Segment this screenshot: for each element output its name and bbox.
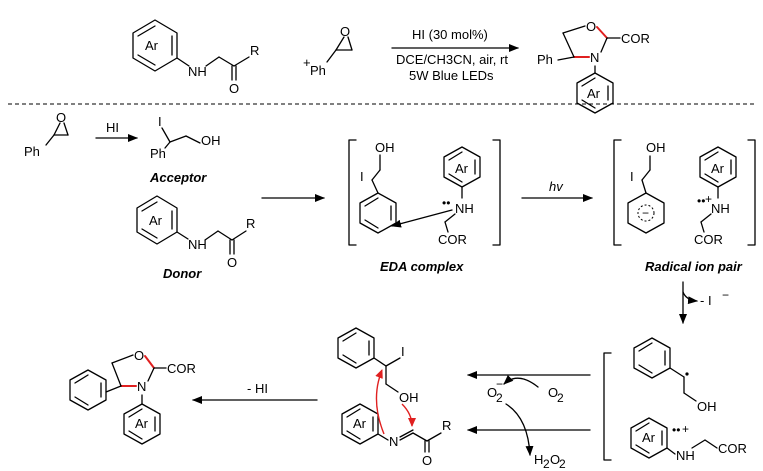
n-label: N (590, 50, 599, 65)
nh-label: NH (711, 201, 730, 216)
ar-label: Ar (149, 213, 163, 228)
oh-label: OH (399, 390, 419, 405)
ph-label: Ph (537, 52, 553, 67)
radical-ion-pair: OH I − Ar •• + NH COR Radical ion pair (613, 139, 756, 274)
ar-label: Ar (135, 416, 149, 431)
acceptor-label: Acceptor (149, 170, 207, 185)
ph-label: Ph (24, 144, 40, 159)
h2o2-sub2: 2 (559, 457, 566, 471)
o-label: O (229, 81, 239, 96)
cor-label: COR (167, 361, 196, 376)
donor-aniline: Ar NH O R Donor (136, 195, 255, 281)
aminium-charge: + (682, 422, 689, 436)
o-label: O (134, 348, 144, 363)
o-label: O (422, 453, 432, 468)
conditions-line3: 5W Blue LEDs (409, 68, 494, 83)
arrow-hi: HI (95, 120, 138, 142)
arrows-oxygen-step: O 2 − O 2 H 2 O 2 (467, 371, 591, 471)
top-reactant-aniline: Ar NH O R (132, 19, 259, 96)
ar-label: Ar (587, 86, 601, 101)
ar-label: Ar (455, 161, 469, 176)
i-label: I (158, 114, 162, 129)
radical-cation-dots: •• (697, 194, 705, 208)
ar-label: Ar (145, 38, 159, 53)
conditions-line1: HI (30 mol%) (412, 27, 488, 42)
nh-label: NH (676, 448, 695, 463)
acceptor-iodohydrin: I OH Ph Acceptor (149, 114, 221, 185)
minus-hi: - HI (247, 381, 268, 396)
i-label: I (630, 169, 634, 184)
n-label: N (389, 434, 398, 449)
donor-label: Donor (163, 266, 202, 281)
oh-label: OH (697, 399, 717, 414)
hv-label: hv (549, 179, 564, 194)
top-product-oxazolidine: O N Ph COR Ar (537, 19, 650, 114)
epoxide-small: O Ph (24, 110, 69, 159)
n-label: N (137, 379, 146, 394)
h2o2-h: H (534, 452, 543, 467)
hi-reagent: HI (106, 120, 119, 135)
radical-pair-label: Radical ion pair (645, 259, 743, 274)
radical-anion-charge: − (642, 206, 649, 220)
oxygen-sub: 2 (557, 391, 564, 405)
cor-label: COR (718, 441, 747, 456)
final-product-oxazolidine: O N COR Ar (69, 348, 196, 445)
i-label: I (360, 169, 364, 184)
oh-label: OH (201, 133, 221, 148)
top-arrow-conditions: HI (30 mol%) DCE/CH3CN, air, rt 5W Blue … (391, 27, 519, 83)
o-label: O (340, 24, 350, 39)
superoxide-label: O (487, 385, 497, 400)
cor-label: COR (621, 31, 650, 46)
minus-iodide: - I (700, 293, 712, 308)
eda-complex: OH I Ar •• NH COR EDA complex (348, 139, 501, 274)
arrow-hv: hv (521, 179, 593, 202)
ph-label: Ph (150, 146, 166, 161)
top-reactant-epoxide: O Ph (310, 24, 353, 78)
lone-pair-dots: •• (442, 196, 450, 210)
nh-label: NH (188, 237, 207, 252)
o-label: O (56, 110, 66, 125)
ar-label: Ar (711, 161, 725, 176)
radical-cation-charge: + (705, 192, 712, 206)
cor-label: COR (694, 232, 723, 247)
r-label: R (442, 418, 451, 433)
oxygen-label: O (548, 385, 558, 400)
ph-label: Ph (310, 63, 326, 78)
plus-sign: + (303, 55, 311, 70)
arrow-loss-iodide: - I − (679, 281, 729, 324)
r-label: R (246, 216, 255, 231)
eda-label: EDA complex (380, 259, 464, 274)
aminium-dots: •• (672, 423, 680, 437)
superoxide-sub: 2 (496, 391, 503, 405)
conditions-line2: DCE/CH3CN, air, rt (396, 52, 508, 67)
r-label: R (250, 43, 259, 58)
iodide-charge: − (722, 288, 729, 302)
o-label: O (227, 255, 237, 270)
iodohydrin-imine-intermediates: I OH Ar N O R (337, 327, 451, 468)
oh-label: OH (375, 140, 395, 155)
ar-label: Ar (353, 416, 367, 431)
arrow-loss-hi: - HI (192, 381, 318, 404)
radical-intermediates: OH Ar •• + NH COR (603, 337, 747, 463)
cor-label: COR (438, 232, 467, 247)
nh-label: NH (455, 201, 474, 216)
i-label: I (401, 344, 405, 359)
h2o2-sub1: 2 (543, 457, 550, 471)
h2o2-o: O (550, 452, 560, 467)
superoxide-charge: − (496, 377, 503, 391)
ar-label: Ar (642, 430, 656, 445)
oh-label: OH (646, 140, 666, 155)
o-label: O (586, 19, 596, 34)
nh-label: NH (188, 64, 207, 79)
